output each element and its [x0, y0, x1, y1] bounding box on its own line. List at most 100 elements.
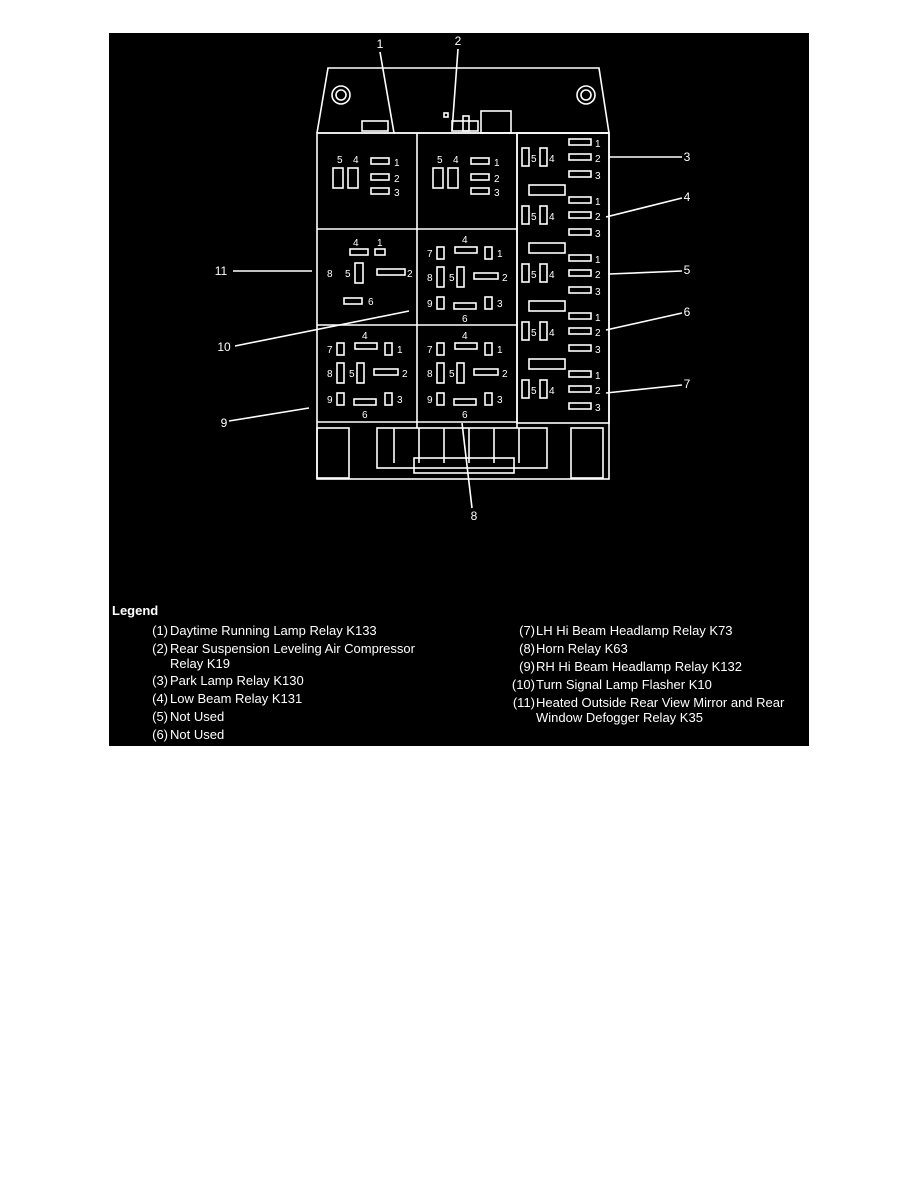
pin-label: 4 [549, 212, 555, 223]
foot [316, 427, 350, 479]
legend-item: (10)Turn Signal Lamp Flasher K10 [109, 677, 809, 692]
separator [528, 184, 566, 196]
terminal [454, 342, 478, 350]
legend-item-text: RH Hi Beam Headlamp Relay K132 [536, 659, 742, 674]
callout-1-leader [379, 51, 395, 134]
callout-2-label: 2 [455, 34, 462, 48]
terminal [470, 157, 490, 165]
pin-label: 1 [595, 139, 601, 150]
callout-7-label: 7 [684, 377, 691, 391]
legend-item-text-continued: Window Defogger Relay K35 [536, 710, 703, 725]
pin-label: 2 [595, 212, 601, 223]
pin-label: 5 [437, 155, 443, 166]
callout-4-label: 4 [684, 190, 691, 204]
terminal [384, 342, 393, 356]
terminal [370, 157, 390, 165]
terminal [453, 398, 477, 406]
pin-label: 3 [595, 287, 601, 298]
terminal [376, 268, 406, 276]
terminal [568, 269, 592, 277]
terminal [436, 296, 445, 310]
terminal [473, 368, 499, 376]
pin-label: 7 [327, 345, 333, 356]
terminal [521, 321, 530, 341]
terminal [373, 368, 399, 376]
pin-label: 2 [595, 154, 601, 165]
pin-label: 2 [595, 386, 601, 397]
terminal [470, 187, 490, 195]
legend-item: (9)RH Hi Beam Headlamp Relay K132 [109, 659, 809, 674]
legend: Legend (1)Daytime Running Lamp Relay K13… [109, 603, 809, 746]
terminal [354, 262, 364, 284]
pin-label: 3 [497, 395, 503, 406]
pin-label: 1 [494, 158, 500, 169]
pin-label: 4 [549, 328, 555, 339]
legend-title: Legend [112, 603, 159, 618]
pin-label: 5 [345, 269, 351, 280]
callout-6-leader [605, 312, 683, 331]
latch [480, 110, 512, 134]
pin-label: 4 [462, 331, 468, 342]
terminal [370, 173, 390, 181]
pin-label: 2 [402, 369, 408, 380]
pin-label: 1 [595, 371, 601, 382]
pin-label: 5 [531, 212, 537, 223]
legend-item: (1)Daytime Running Lamp Relay K133 [109, 623, 809, 638]
terminal [347, 167, 359, 189]
mount-hole [335, 89, 347, 101]
callout-2-leader [451, 48, 459, 132]
terminal [568, 286, 592, 294]
pin-label: 5 [531, 154, 537, 165]
terminal [521, 147, 530, 167]
terminal [336, 342, 345, 356]
legend-item-number: (11) [512, 695, 535, 710]
right-relay-column [516, 132, 610, 424]
terminal [332, 167, 344, 189]
callout-5-label: 5 [684, 263, 691, 277]
pin-label: 2 [407, 269, 413, 280]
pin-label: 2 [502, 273, 508, 284]
terminal [349, 248, 369, 256]
legend-item-number: (9) [519, 659, 535, 674]
terminal [484, 342, 493, 356]
pin-label: 5 [531, 386, 537, 397]
terminal [353, 398, 377, 406]
terminal [539, 263, 548, 283]
pin-label: 3 [595, 345, 601, 356]
pin-label: 8 [427, 273, 433, 284]
callout-9-label: 9 [221, 416, 228, 430]
pin-label: 4 [353, 238, 359, 249]
separator [528, 242, 566, 254]
legend-item-number: (5) [152, 709, 168, 724]
terminal [484, 392, 493, 406]
terminal [568, 228, 592, 236]
latch [462, 115, 470, 132]
terminal [521, 205, 530, 225]
callout-8-leader [461, 422, 473, 509]
pin-label: 6 [368, 297, 374, 308]
pin-label: 6 [462, 410, 468, 421]
terminal [568, 402, 592, 410]
terminal [336, 362, 345, 384]
pin-label: 5 [449, 369, 455, 380]
pin-label: 1 [595, 197, 601, 208]
pin-label: 5 [449, 273, 455, 284]
legend-item-text: Rear Suspension Leveling Air Compressor [170, 641, 415, 656]
pin-label: 4 [362, 331, 368, 342]
terminal [384, 392, 393, 406]
callout-6-label: 6 [684, 305, 691, 319]
callout-9-leader [228, 407, 310, 422]
pin-label: 2 [502, 369, 508, 380]
legend-item: (4)Low Beam Relay K131 [109, 691, 809, 706]
callout-1-label: 1 [377, 37, 384, 51]
legend-item-number: (7) [519, 623, 535, 638]
pin-label: 7 [427, 249, 433, 260]
callout-8-label: 8 [471, 509, 478, 523]
terminal [568, 370, 592, 378]
pin-label: 5 [337, 155, 343, 166]
pin-label: 4 [549, 386, 555, 397]
terminal [568, 211, 592, 219]
terminal [473, 272, 499, 280]
